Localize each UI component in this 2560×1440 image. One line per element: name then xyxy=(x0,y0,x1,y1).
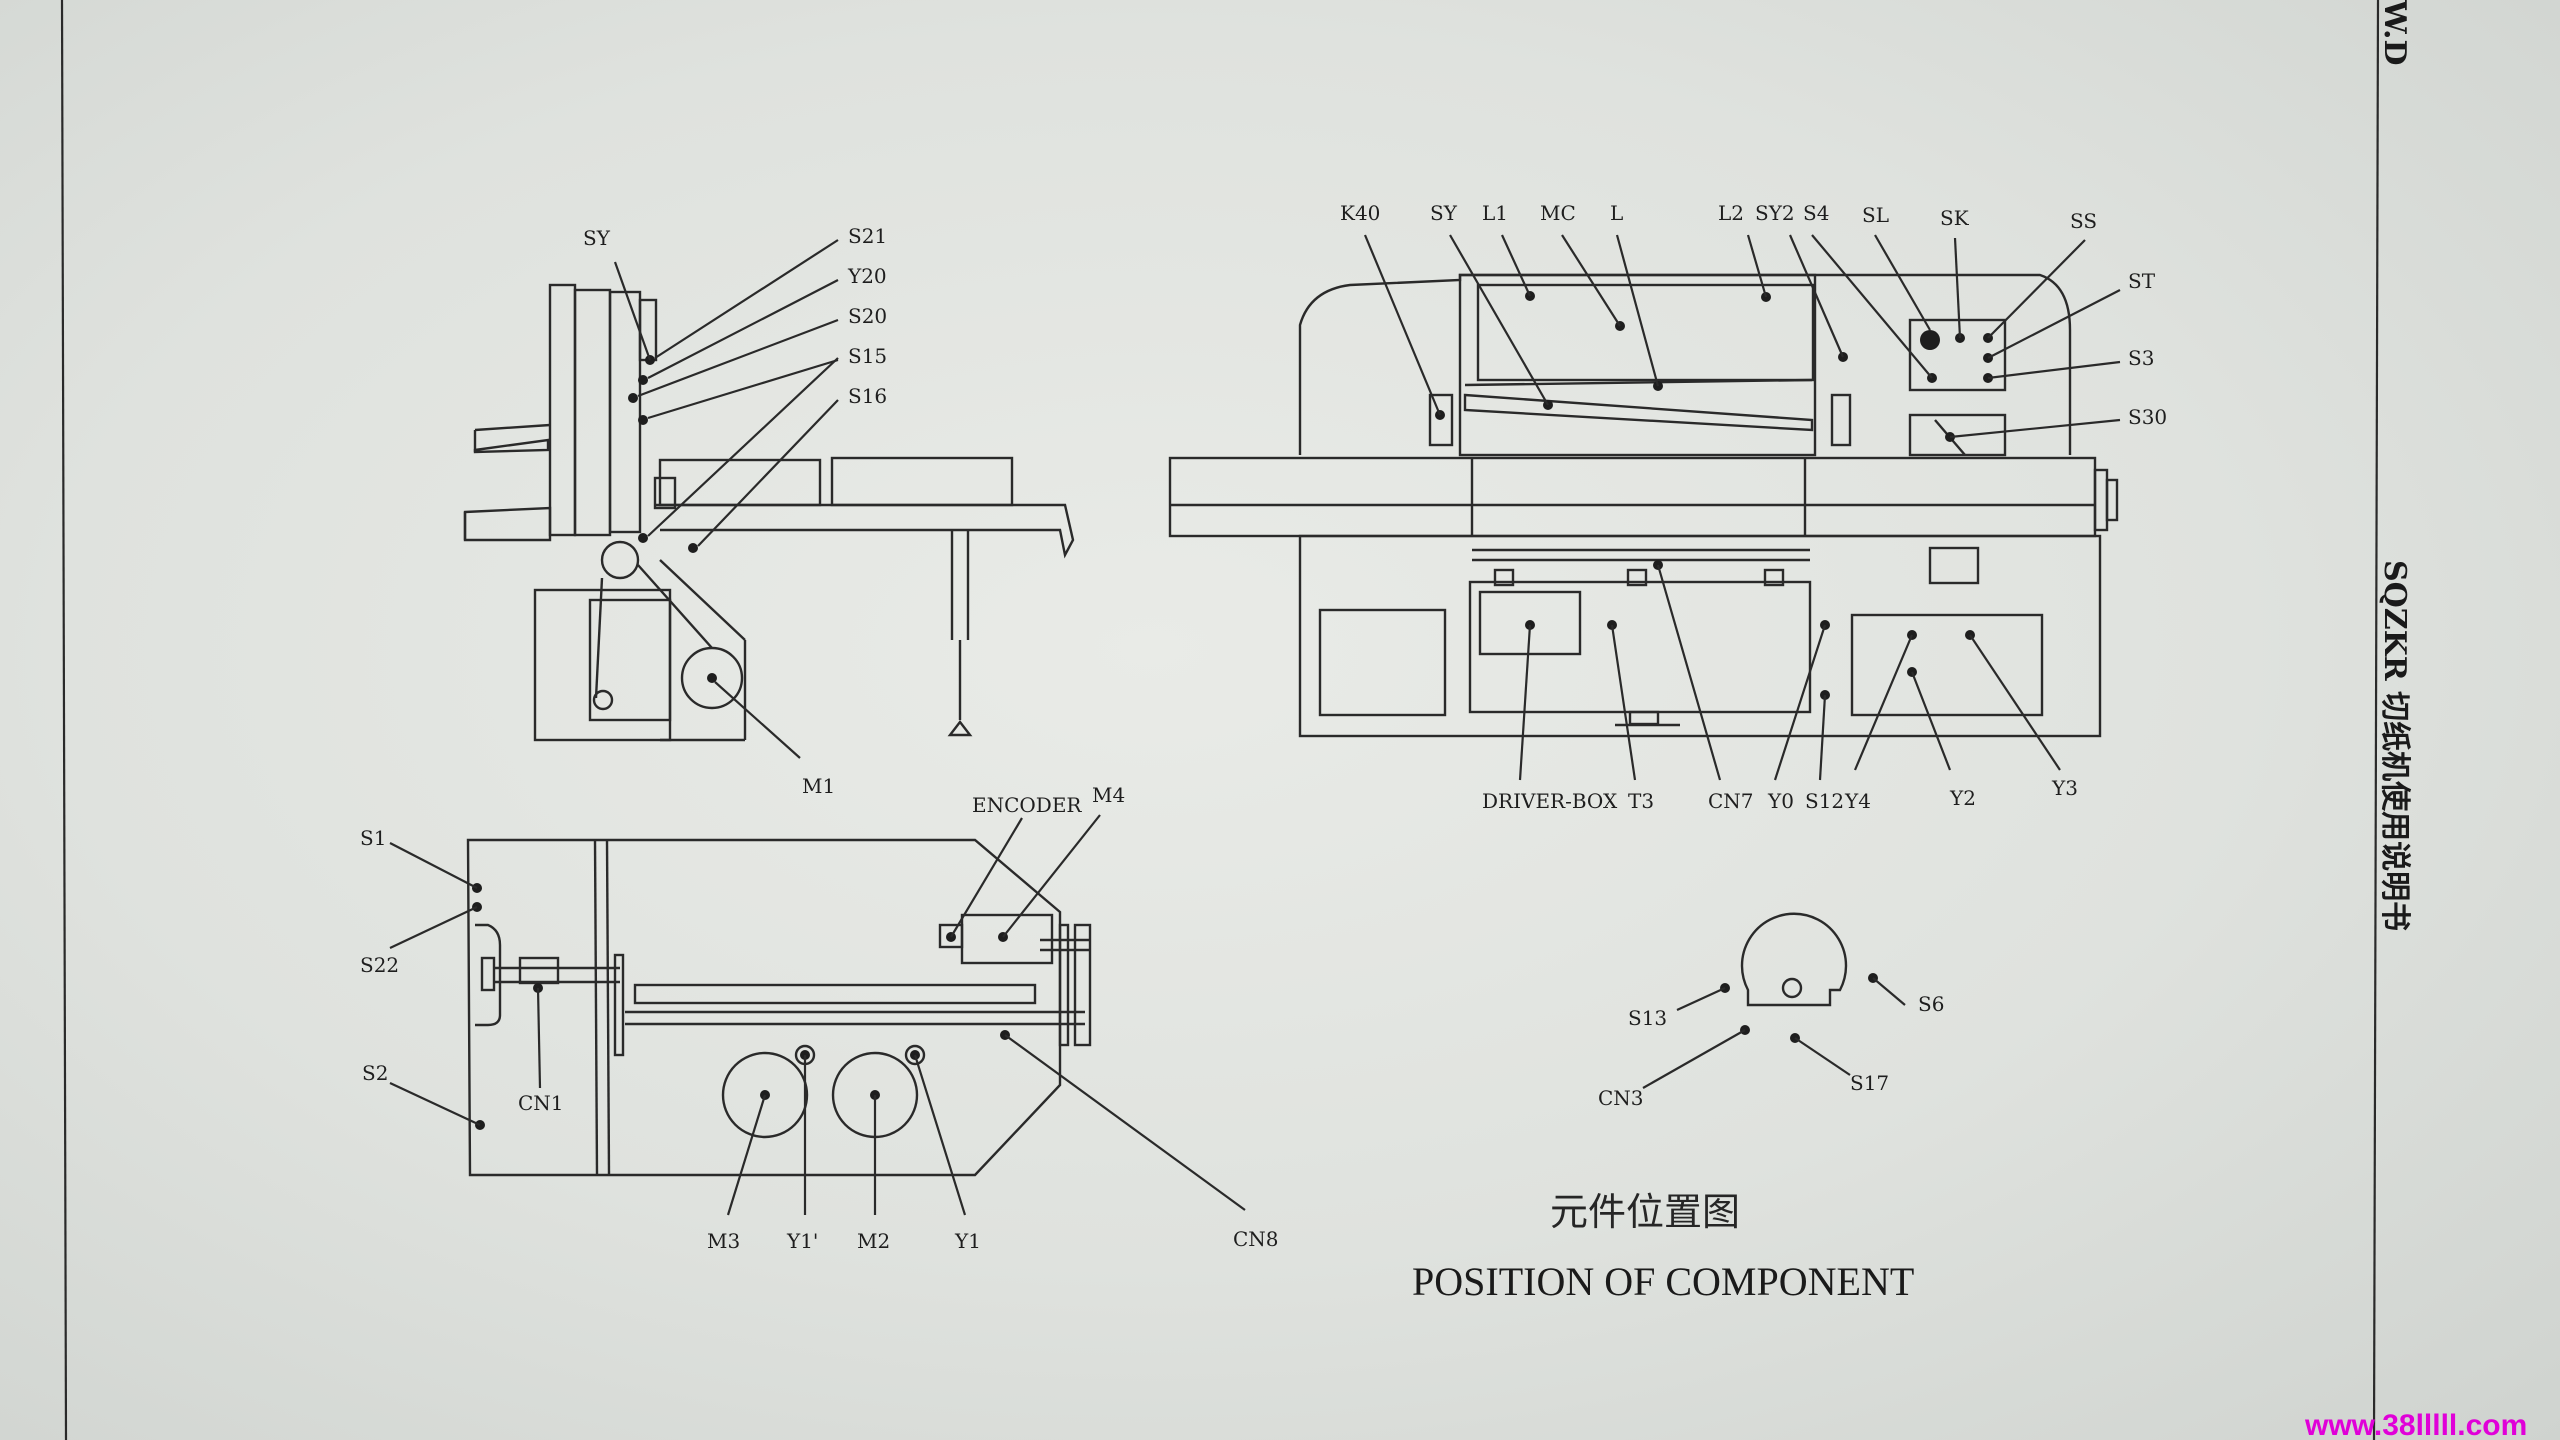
watermark-text: www.38lllll.com xyxy=(2304,1409,2527,1440)
label-cn7: CN7 xyxy=(1708,789,1754,813)
label-l2: L2 xyxy=(1718,201,1744,225)
label-s4: S4 xyxy=(1803,201,1829,225)
label-ss: SS xyxy=(2070,209,2097,233)
label-s20: S20 xyxy=(848,304,887,328)
right-border-line xyxy=(2372,0,2380,1440)
label-s21: S21 xyxy=(848,224,887,248)
label-cn1: CN1 xyxy=(518,1091,564,1115)
label-s12: S12 xyxy=(1805,789,1844,813)
label-m3: M3 xyxy=(707,1229,740,1253)
label-s22: S22 xyxy=(360,953,399,977)
label-cn8: CN8 xyxy=(1233,1227,1279,1251)
detail-drawing xyxy=(1642,912,1906,1089)
label-s15: S15 xyxy=(848,344,887,368)
label-y1: Y1 xyxy=(954,1229,981,1253)
front-view-drawing xyxy=(1168,234,2121,781)
label-k40: K40 xyxy=(1340,201,1380,225)
label-y20: Y20 xyxy=(847,264,887,288)
label-s6: S6 xyxy=(1918,992,1944,1016)
label-l: L xyxy=(1610,201,1623,225)
label-s2: S2 xyxy=(362,1061,388,1085)
label-y3: Y3 xyxy=(2051,776,2078,800)
label-s17: S17 xyxy=(1850,1071,1889,1095)
label-m1: M1 xyxy=(802,774,835,798)
label-s1: S1 xyxy=(360,826,386,850)
label-driver-box: DRIVER-BOX xyxy=(1482,789,1618,813)
label-y1-prime: Y1' xyxy=(786,1229,818,1253)
label-s16: S16 xyxy=(848,384,887,408)
top-view-drawing xyxy=(389,814,1246,1216)
side-view-drawing xyxy=(463,239,1075,759)
caption-english: POSITION OF COMPONENT xyxy=(1412,1259,1914,1304)
label-encoder: ENCODER xyxy=(972,793,1082,817)
label-sl: SL xyxy=(1862,203,1889,227)
label-l1: L1 xyxy=(1482,201,1508,225)
label-sk: SK xyxy=(1940,206,1970,230)
label-y0: Y0 xyxy=(1767,789,1794,813)
label-y4: Y4 xyxy=(1844,789,1871,813)
label-sy2: SY2 xyxy=(1755,201,1795,225)
side-title: SQZKR 切纸机使用说明书 xyxy=(2377,560,2412,931)
label-t3: T3 xyxy=(1628,789,1654,813)
label-s3: S3 xyxy=(2128,346,2154,370)
label-cn3: CN3 xyxy=(1598,1086,1644,1110)
label-m2: M2 xyxy=(857,1229,890,1253)
caption-chinese: 元件位置图 xyxy=(1550,1190,1740,1234)
label-s30: S30 xyxy=(2128,405,2167,429)
label-sy-front: SY xyxy=(1430,201,1458,225)
label-st: ST xyxy=(2128,269,2156,293)
label-y2: Y2 xyxy=(1949,786,1976,810)
corner-text: W.D xyxy=(2377,0,2412,65)
left-border-line xyxy=(60,0,68,1440)
label-s13: S13 xyxy=(1628,1006,1667,1030)
label-mc: MC xyxy=(1540,201,1576,225)
label-sy-side: SY xyxy=(583,226,611,250)
label-m4: M4 xyxy=(1092,783,1125,807)
